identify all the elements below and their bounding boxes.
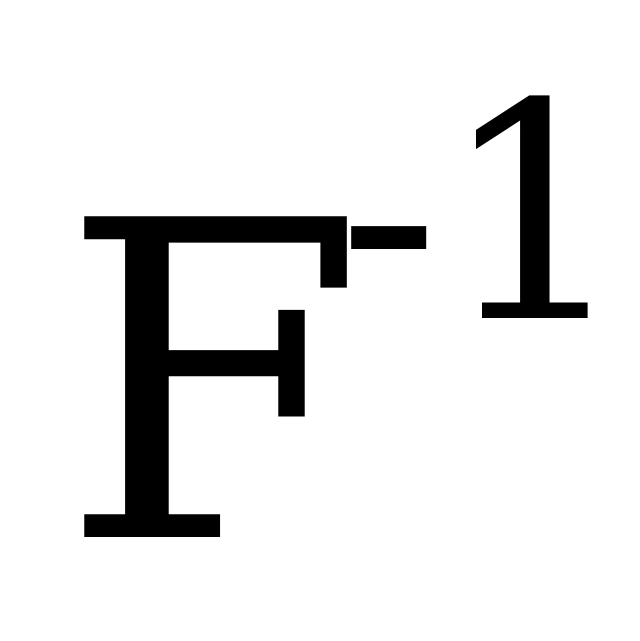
expression-superscript: -1	[338, 40, 631, 389]
expression-base: F	[60, 129, 366, 641]
